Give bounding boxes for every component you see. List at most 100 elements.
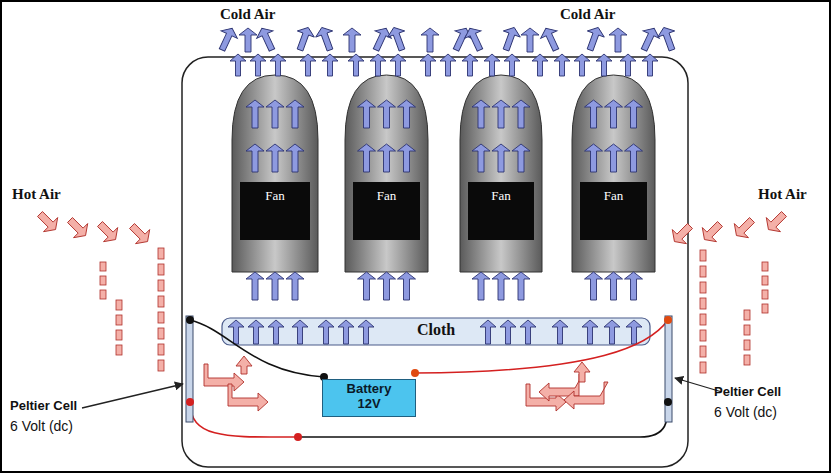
node-text: Fan: [584, 188, 643, 204]
airflow-arrow: [385, 24, 410, 53]
airflow-arrow: [254, 24, 280, 53]
airflow-arrow: [585, 272, 603, 300]
heat-dash: [158, 264, 164, 275]
airflow-arrow: [462, 24, 488, 53]
airflow-arrow: [378, 272, 396, 300]
airflow-arrow: [520, 320, 536, 344]
airflow-arrow: [378, 100, 396, 128]
airflow-arrow: [246, 272, 264, 300]
air-label: Cold Air: [220, 6, 275, 23]
terminal: [186, 398, 194, 406]
heat-dash: [700, 330, 706, 341]
airflow-arrow: [358, 320, 374, 344]
heat-dash: [100, 262, 106, 271]
heat-dash: [158, 248, 164, 259]
airflow-arrow: [230, 54, 246, 76]
airflow-arrow: [642, 54, 658, 76]
heat-dash: [744, 355, 750, 365]
airflow-arrow: [626, 320, 642, 344]
heat-dash: [116, 330, 122, 340]
airflow-arrow: [420, 54, 436, 76]
fan-duct: [572, 75, 655, 272]
heat-dash: [762, 304, 768, 313]
airflow-arrow: [266, 100, 284, 128]
air-label: Cold Air: [560, 6, 615, 23]
airflow-arrow: [480, 320, 496, 344]
airflow-arrow: [582, 320, 598, 344]
airflow-arrow: [378, 144, 396, 172]
airflow-arrow: [313, 24, 338, 53]
airflow-arrow: [620, 54, 636, 76]
airflow-arrow: [246, 100, 264, 128]
heat-dash: [116, 315, 122, 325]
heat-dash: [700, 362, 706, 373]
air-label: Hot Air: [758, 186, 807, 203]
heat-dash: [116, 345, 122, 355]
fan-box: Fan: [580, 182, 647, 240]
airflow-arrow: [370, 54, 386, 76]
airflow-arrow: [462, 54, 478, 76]
airflow-arrow: [421, 28, 439, 52]
node-text: Fan: [357, 188, 416, 204]
terminal: [664, 398, 672, 406]
airflow-arrow: [512, 144, 530, 172]
airflow-arrow: [248, 320, 264, 344]
airflow-arrow: [582, 24, 607, 53]
airflow-arrow: [625, 144, 643, 172]
airflow-arrow: [554, 54, 570, 76]
airflow-arrow: [472, 100, 490, 128]
airflow-arrow: [33, 207, 63, 237]
airflow-arrow: [605, 144, 623, 172]
heat-dash: [158, 360, 164, 371]
air-label: Hot Air: [12, 186, 61, 203]
fan-box: Fan: [353, 182, 420, 240]
peltier-cell: [186, 316, 193, 422]
airflow-arrow: [268, 320, 284, 344]
terminal: [186, 316, 194, 324]
airflow-arrow: [266, 144, 284, 172]
airflow-arrow: [398, 100, 416, 128]
airflow-arrow: [625, 272, 643, 300]
fan-duct: [460, 75, 542, 272]
terminal: [294, 433, 302, 441]
airflow-arrow: [440, 54, 456, 76]
airflow-arrow: [358, 272, 376, 300]
airflow-arrow: [729, 213, 759, 243]
part-label: 6 Volt (dc): [714, 404, 777, 420]
heat-arrow: [564, 382, 608, 409]
heat-dash: [700, 314, 706, 325]
airflow-arrow: [343, 28, 361, 52]
heat-dash: [100, 276, 106, 285]
airflow-arrow: [398, 272, 416, 300]
heat-dash: [158, 312, 164, 323]
airflow-arrow: [585, 100, 603, 128]
heat-dash: [744, 340, 750, 350]
airflow-arrow: [266, 272, 284, 300]
airflow-arrow: [358, 144, 376, 172]
airflow-arrow: [492, 100, 510, 128]
heat-dash: [116, 300, 122, 310]
airflow-arrow: [609, 28, 627, 52]
fan-box: Fan: [468, 182, 534, 240]
heat-dash: [100, 290, 106, 299]
airflow-arrow: [398, 144, 416, 172]
airflow-arrow: [292, 24, 317, 53]
airflow-arrow: [472, 272, 490, 300]
heat-dash: [158, 280, 164, 291]
part-label: Peltier Cell: [714, 384, 781, 399]
part-label: Peltier Cell: [10, 398, 77, 413]
heat-dash: [762, 276, 768, 285]
heat-dash: [744, 325, 750, 335]
heat-dash: [744, 310, 750, 320]
airflow-arrow: [358, 100, 376, 128]
airflow-arrow: [125, 219, 155, 249]
airflow-arrow: [348, 54, 364, 76]
airflow-arrow: [605, 272, 623, 300]
battery: Battery 12V: [322, 379, 416, 417]
part-label: 6 Volt (dc): [10, 418, 73, 434]
node-text: Battery 12V: [347, 382, 392, 412]
peltier-cell: [665, 316, 672, 422]
wire-red: [190, 402, 298, 437]
terminal: [664, 316, 672, 324]
